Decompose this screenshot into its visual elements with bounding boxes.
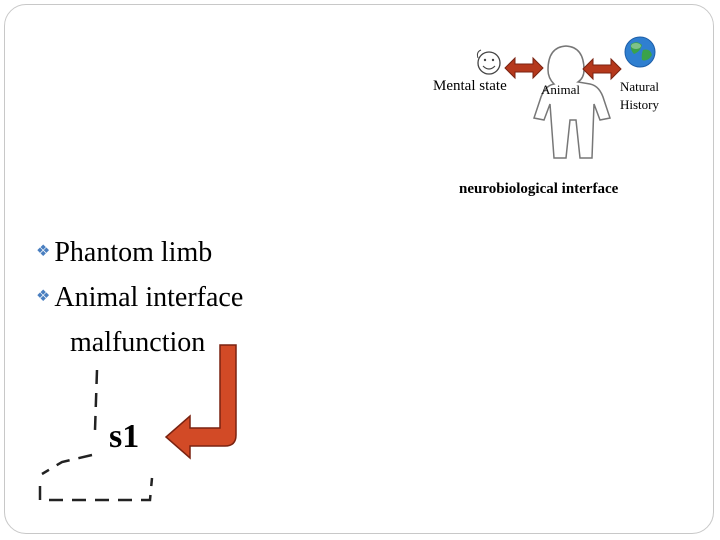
natural-history-line2: History	[620, 97, 659, 112]
interface-caption: neurobiological interface	[459, 181, 619, 197]
s1-label: s1	[109, 418, 140, 455]
animal-label: Animal	[541, 82, 580, 97]
slide-frame	[4, 4, 714, 534]
bullet-item: ❖Animal interface	[36, 277, 243, 322]
bent-arrow-icon	[164, 344, 237, 460]
smiley-face-icon	[476, 49, 501, 75]
stick-figure-icon	[533, 45, 611, 159]
bullet-marker-icon: ❖	[36, 288, 51, 305]
bullet-marker-icon: ❖	[36, 243, 51, 260]
bullet-list: ❖Phantom limb ❖Animal interface malfunct…	[36, 232, 243, 363]
bullet-continuation: malfunction	[70, 327, 206, 358]
bullet-item: ❖Phantom limb	[36, 232, 243, 277]
mental-state-label: Mental state	[433, 78, 507, 94]
bullet-text: Phantom limb	[54, 237, 213, 268]
natural-history-line1: Natural	[620, 79, 659, 94]
phantom-foot-outline	[38, 369, 154, 502]
globe-icon	[624, 36, 656, 68]
natural-history-label: Natural History	[620, 78, 659, 114]
bullet-text: Animal interface	[54, 282, 244, 313]
double-arrow-icon	[504, 56, 544, 80]
double-arrow-icon	[582, 57, 622, 81]
